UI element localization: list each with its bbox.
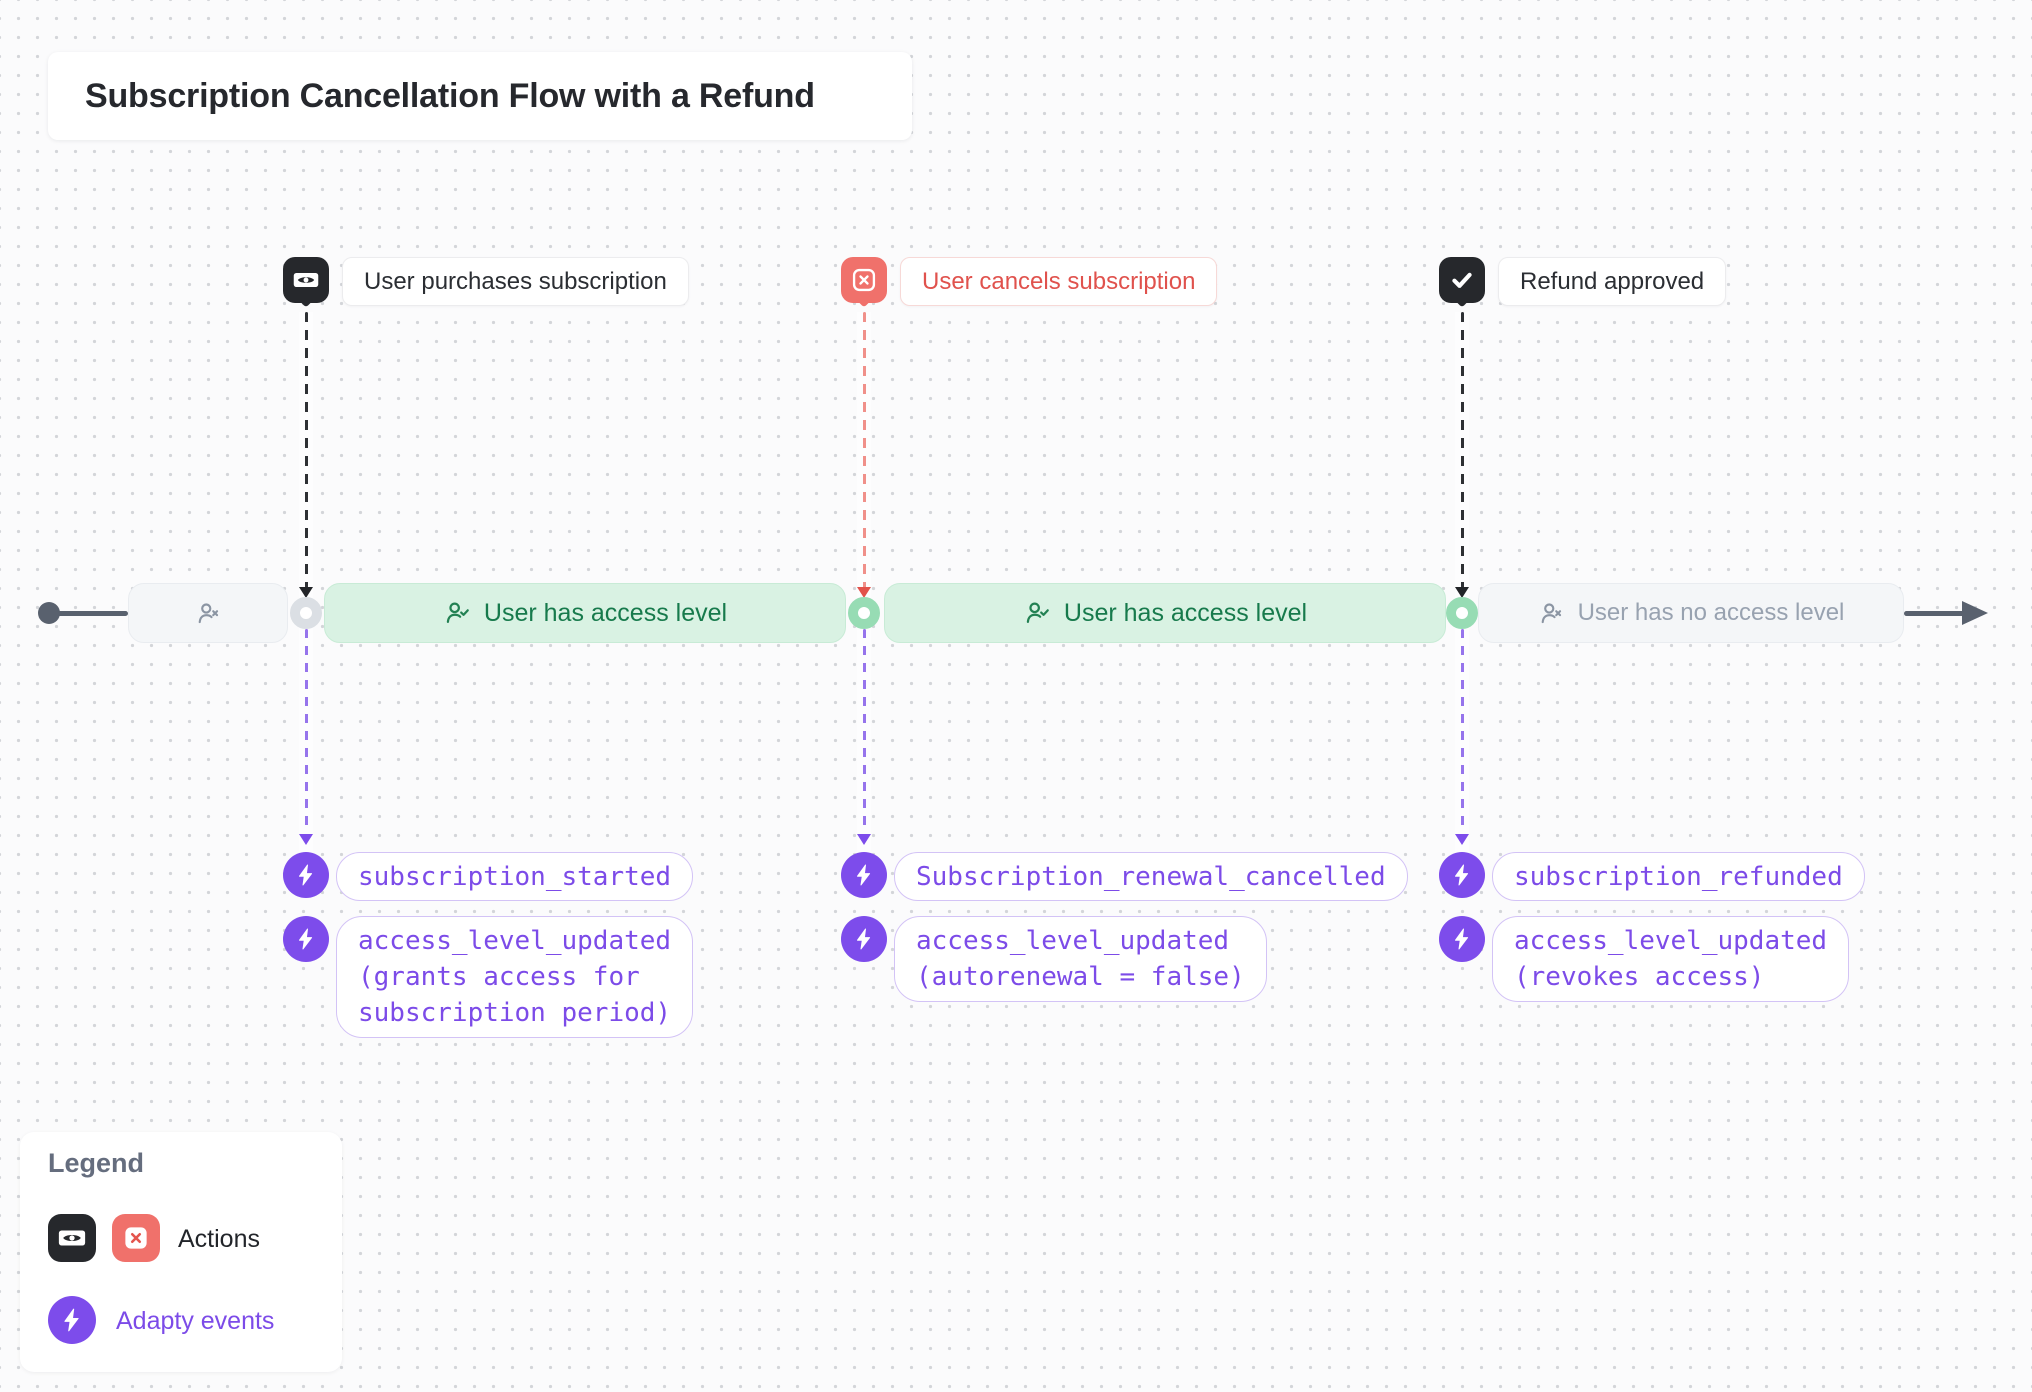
- legend-actions-label: Actions: [178, 1225, 260, 1253]
- money-icon: [293, 273, 319, 287]
- action-marker-purchase: [283, 257, 329, 308]
- lightning-icon: [1455, 864, 1469, 886]
- adapty-event-marker: [841, 916, 887, 962]
- lightning-icon: [48, 1296, 96, 1344]
- connector-dashed-down: [304, 312, 308, 588]
- adapty-event-marker: [1439, 916, 1485, 962]
- state-no-access-final: User has no access level: [1478, 583, 1904, 643]
- adapty-event-marker: [283, 852, 329, 898]
- event-pill: access_level_updated (autorenewal = fals…: [894, 916, 1267, 1002]
- action-label-refund: Refund approved: [1498, 257, 1727, 306]
- lightning-icon: [299, 864, 313, 886]
- action-label-purchase: User purchases subscription: [342, 257, 689, 306]
- connector-dashed-event: [304, 629, 308, 833]
- arrowhead-down-icon: [299, 834, 313, 845]
- arrowhead-down-icon: [1455, 587, 1469, 598]
- action-marker-refund: [1439, 257, 1485, 308]
- lightning-icon: [299, 928, 313, 950]
- event-pill: Subscription_renewal_cancelled: [894, 852, 1408, 901]
- title-card: Subscription Cancellation Flow with a Re…: [48, 52, 912, 140]
- lightning-icon: [857, 928, 871, 950]
- legend-title: Legend: [48, 1148, 145, 1178]
- state-has-access-2: User has access level: [884, 583, 1446, 643]
- connector-dashed-down: [862, 312, 866, 588]
- event-pill: access_level_updated (grants access for …: [336, 916, 694, 1038]
- connector-dashed-event: [862, 629, 866, 833]
- state-no-access-initial: [128, 583, 288, 643]
- event-pill: access_level_updated (revokes access): [1492, 916, 1850, 1002]
- connector-dashed-event: [1460, 629, 1464, 833]
- action-label-cancel: User cancels subscription: [900, 257, 1218, 306]
- legend-events-label: Adapty events: [116, 1307, 275, 1335]
- timeline-line: [56, 611, 128, 616]
- lightning-icon: [1455, 928, 1469, 950]
- state-has-access-1: User has access level: [324, 583, 846, 643]
- state-label: User has access level: [1063, 598, 1308, 627]
- adapty-event-marker: [1439, 852, 1485, 898]
- timeline-node: [290, 597, 322, 629]
- event-pill: subscription_started: [336, 852, 694, 901]
- money-icon: [58, 1230, 86, 1246]
- action-marker-cancel: [841, 257, 887, 308]
- connector-dashed-down: [1460, 312, 1464, 588]
- user-check-icon: [1026, 602, 1049, 623]
- state-label: User has no access level: [1577, 599, 1845, 626]
- arrowhead-down-icon: [1455, 834, 1469, 845]
- x-square-icon: [125, 1227, 147, 1249]
- event-pill: subscription_refunded: [1492, 852, 1865, 901]
- money-icon: [48, 1214, 96, 1262]
- page-title: Subscription Cancellation Flow with a Re…: [85, 76, 815, 115]
- x-square-icon: [852, 268, 876, 292]
- arrowhead-down-icon: [857, 587, 871, 598]
- user-x-icon: [1541, 602, 1561, 623]
- timeline-start-dot: [38, 602, 60, 624]
- user-check-icon: [446, 602, 469, 623]
- arrowhead-down-icon: [299, 587, 313, 598]
- adapty-event-marker: [841, 852, 887, 898]
- user-x-icon: [198, 602, 218, 623]
- state-label: User has access level: [483, 598, 728, 627]
- check-icon: [1452, 272, 1472, 288]
- adapty-event-marker: [283, 916, 329, 962]
- timeline-end-arrow-icon: [1962, 601, 1988, 625]
- arrowhead-down-icon: [857, 834, 871, 845]
- timeline-line: [1904, 611, 1966, 616]
- timeline-node: [1446, 597, 1478, 629]
- lightning-icon: [857, 864, 871, 886]
- lightning-icon: [64, 1308, 79, 1332]
- timeline-node: [848, 597, 880, 629]
- x-square-icon: [112, 1214, 160, 1262]
